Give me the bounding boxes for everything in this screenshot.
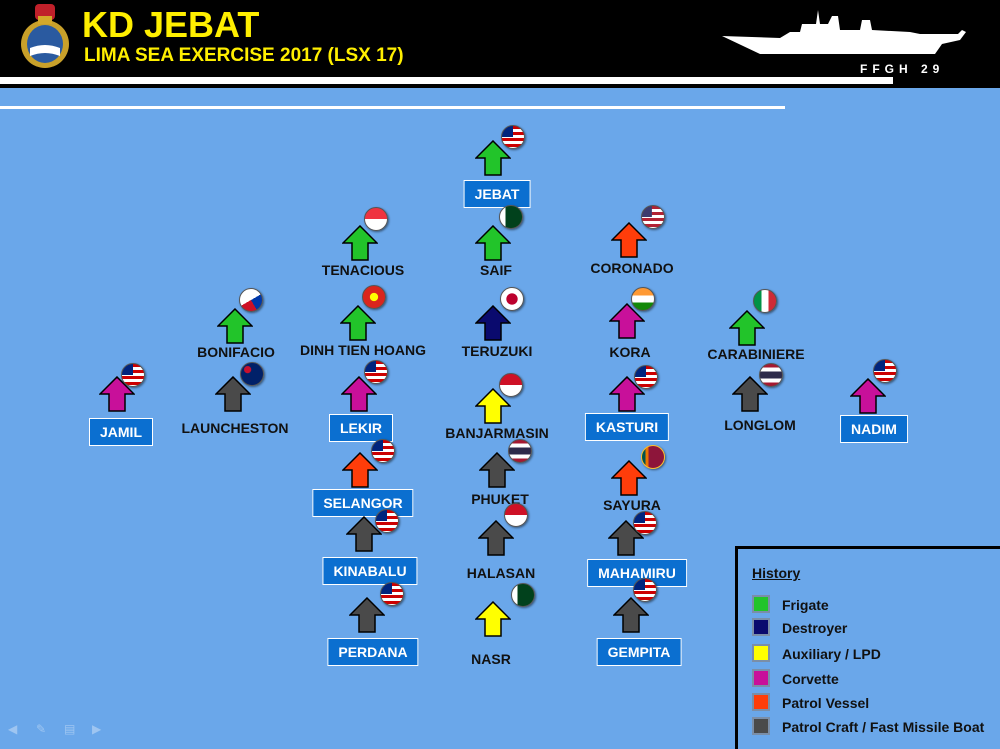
philippines-flag-icon xyxy=(239,288,263,312)
ship-name-label: NADIM xyxy=(840,415,908,443)
ship-name-label: KINABALU xyxy=(322,557,418,585)
ship-name-label: CORONADO xyxy=(590,260,674,276)
ship-arrow-icon xyxy=(611,222,647,258)
malaysia-flag-icon xyxy=(633,511,657,535)
ship-arrow-icon xyxy=(475,225,511,261)
malaysia-flag-icon xyxy=(380,582,404,606)
ship-arrow-icon xyxy=(342,452,378,488)
ship-name-label: TENACIOUS xyxy=(321,262,405,278)
usa-flag-icon xyxy=(641,205,665,229)
india-flag-icon xyxy=(631,287,655,311)
thailand-flag-icon xyxy=(759,363,783,387)
ship-name-label: NASR xyxy=(471,651,511,667)
ship-arrow-icon xyxy=(609,303,645,339)
header-divider xyxy=(0,77,893,84)
ship-name-label: GEMPITA xyxy=(596,638,682,666)
legend-item-destroyer: Destroyer xyxy=(752,618,847,636)
legend-title: History xyxy=(752,565,801,581)
ship-arrow-icon xyxy=(342,225,378,261)
malaysia-flag-icon xyxy=(634,365,658,389)
legend-item-patrol-craft: Patrol Craft / Fast Missile Boat xyxy=(752,717,984,735)
indonesia-flag-icon xyxy=(499,373,523,397)
malaysia-flag-icon xyxy=(121,363,145,387)
sri-lanka-flag-icon xyxy=(641,445,665,469)
menu-icon[interactable]: ▤ xyxy=(64,722,76,736)
ship-name-label: BONIFACIO xyxy=(197,344,275,360)
ship-arrow-icon xyxy=(475,388,511,424)
pen-icon[interactable]: ✎ xyxy=(36,722,47,736)
legend-item-corvette: Corvette xyxy=(752,669,839,687)
ship-name-label: LAUNCHESTON xyxy=(181,420,289,436)
ship-arrow-icon xyxy=(609,376,645,412)
japan-flag-icon xyxy=(500,287,524,311)
ship-arrow-icon xyxy=(346,516,382,552)
legend-item-frigate: Frigate xyxy=(752,595,829,613)
ship-arrow-icon xyxy=(349,597,385,633)
australia-flag-icon xyxy=(240,362,264,386)
ship-name-label: MAHAMIRU xyxy=(587,559,687,587)
ship-name-label: SAIF xyxy=(480,262,512,278)
ship-name-label: SAYURA xyxy=(603,497,661,513)
ship-name-label: PERDANA xyxy=(327,638,419,666)
ship-arrow-icon xyxy=(732,376,768,412)
indonesia-flag-icon xyxy=(504,503,528,527)
malaysia-flag-icon xyxy=(873,359,897,383)
ship-arrow-icon xyxy=(478,520,514,556)
ship-name-label: CARABINIERE xyxy=(707,346,805,362)
legend-item-auxiliary: Auxiliary / LPD xyxy=(752,644,881,662)
slideshow-controls[interactable]: ◀ ✎ ▤ ▶ xyxy=(8,722,106,736)
ship-name-label: JEBAT xyxy=(463,180,531,208)
page-subtitle: LIMA SEA EXERCISE 2017 (LSX 17) xyxy=(84,45,404,66)
ship-name-label: DINH TIEN HOANG xyxy=(300,342,426,358)
malaysia-flag-icon xyxy=(633,578,657,602)
ship-arrow-icon xyxy=(729,310,765,346)
ship-name-label: KORA xyxy=(609,344,651,360)
vietnam-flag-icon xyxy=(362,285,386,309)
ship-name-label: BANJARMASIN xyxy=(445,425,549,441)
ship-arrow-icon xyxy=(611,460,647,496)
hull-number: FFGH 29 xyxy=(860,62,945,76)
ship-arrow-icon xyxy=(613,597,649,633)
pakistan-flag-icon xyxy=(499,205,523,229)
ship-arrow-icon xyxy=(215,376,251,412)
ship-arrow-icon xyxy=(475,305,511,341)
italy-flag-icon xyxy=(753,289,777,313)
legend-item-patrol-vessel: Patrol Vessel xyxy=(752,693,869,711)
ship-arrow-icon xyxy=(340,305,376,341)
navy-crest-logo xyxy=(21,4,69,68)
legend: History Frigate Destroyer Auxiliary / LP… xyxy=(735,546,1000,749)
ship-name-label: SELANGOR xyxy=(312,489,414,517)
malaysia-flag-icon xyxy=(501,125,525,149)
singapore-flag-icon xyxy=(364,207,388,231)
page-title: KD JEBAT xyxy=(82,4,260,45)
ship-name-label: JAMIL xyxy=(89,418,153,446)
previous-slide-icon[interactable]: ◀ xyxy=(8,722,18,736)
ship-arrow-icon xyxy=(217,308,253,344)
thailand-flag-icon xyxy=(508,439,532,463)
ship-arrow-icon xyxy=(99,376,135,412)
ship-name-label: TERUZUKI xyxy=(461,343,533,359)
malaysia-flag-icon xyxy=(364,360,388,384)
content-divider xyxy=(0,106,785,109)
pakistan-flag-icon xyxy=(511,583,535,607)
ship-arrow-icon xyxy=(475,140,511,176)
ship-arrow-icon xyxy=(479,452,515,488)
ship-name-label: LEKIR xyxy=(329,414,393,442)
ship-arrow-icon xyxy=(475,601,511,637)
ship-arrow-icon xyxy=(341,376,377,412)
malaysia-flag-icon xyxy=(375,509,399,533)
malaysia-flag-icon xyxy=(371,439,395,463)
next-slide-icon[interactable]: ▶ xyxy=(92,722,102,736)
ship-name-label: KASTURI xyxy=(584,413,670,441)
ship-arrow-icon xyxy=(850,378,886,414)
ship-name-label: HALASAN xyxy=(466,565,536,581)
ship-name-label: LONGLOM xyxy=(724,417,796,433)
frigate-silhouette-icon xyxy=(722,10,966,54)
